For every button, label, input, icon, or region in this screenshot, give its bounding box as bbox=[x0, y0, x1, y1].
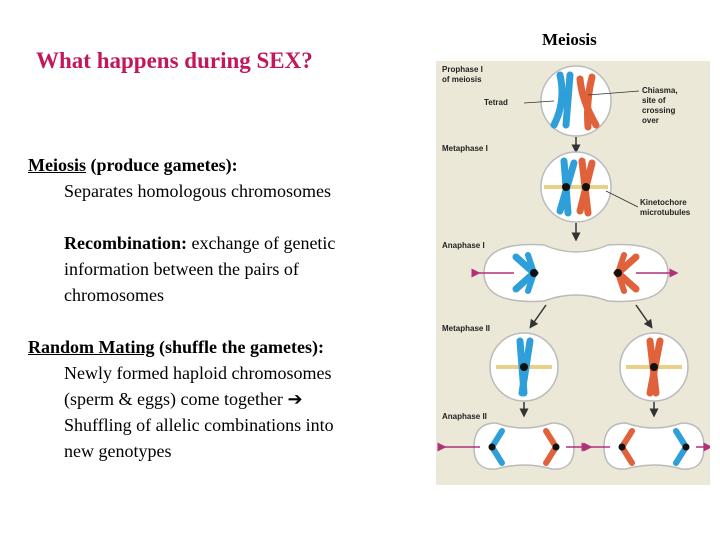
metaphase-2-cell-left bbox=[489, 332, 559, 402]
meiosis-diagram-svg: Prophase I of meiosis Metaphase I Anapha… bbox=[437, 65, 710, 470]
label-tetrad: Tetrad bbox=[484, 98, 508, 107]
label-prophase-2: of meiosis bbox=[442, 75, 482, 84]
meiosis-term: Meiosis bbox=[28, 155, 86, 175]
mating-heading: Random Mating (shuffle the gametes): bbox=[28, 334, 438, 360]
recomb-text: exchange of genetic bbox=[191, 233, 336, 253]
label-chiasma-3: crossing bbox=[642, 106, 675, 115]
mating-line3: Shuffling of allelic combinations into bbox=[64, 415, 334, 435]
recomb-line3: chromosomes bbox=[64, 285, 164, 305]
label-kinetochore-2: microtubules bbox=[640, 208, 691, 217]
mating-line4: new genotypes bbox=[64, 441, 172, 461]
anaphase-2-cell-right bbox=[583, 422, 710, 470]
label-prophase: Prophase I bbox=[442, 65, 483, 74]
recomb-line1: Recombination: exchange of genetic bbox=[28, 230, 438, 256]
label-anaphase-1: Anaphase I bbox=[442, 241, 485, 250]
slide-title: What happens during SEX? bbox=[36, 48, 313, 73]
meiosis-diagram: Prophase I of meiosis Metaphase I Anapha… bbox=[436, 61, 710, 485]
label-chiasma-4: over bbox=[642, 116, 659, 125]
anaphase-1-cell bbox=[471, 243, 679, 303]
metaphase-2-cell-right bbox=[619, 332, 689, 402]
recomb-line2: information between the pairs of bbox=[64, 259, 299, 279]
meiosis-heading: Meiosis (produce gametes): bbox=[28, 152, 438, 178]
anaphase-2-cell-left bbox=[437, 422, 591, 470]
label-anaphase-2: Anaphase II bbox=[442, 412, 487, 421]
label-metaphase-1: Metaphase I bbox=[442, 144, 488, 153]
label-kinetochore-1: Kinetochore bbox=[640, 198, 687, 207]
mating-line2-text: (sperm & eggs) come together bbox=[64, 389, 283, 409]
metaphase-1-cell bbox=[540, 151, 639, 223]
label-chiasma-1: Chiasma, bbox=[642, 86, 678, 95]
mating-term: Random Mating bbox=[28, 337, 155, 357]
right-arrow-icon: ➔ bbox=[287, 389, 303, 409]
meiosis-suffix: (produce gametes): bbox=[90, 155, 238, 175]
mating-suffix: (shuffle the gametes): bbox=[159, 337, 324, 357]
prophase-cell bbox=[523, 65, 640, 137]
slide-body: Meiosis (produce gametes): Separates hom… bbox=[28, 152, 438, 464]
recomb-term: Recombination: bbox=[64, 233, 187, 253]
mating-line1: Newly formed haploid chromosomes bbox=[64, 363, 332, 383]
label-chiasma-2: site of bbox=[642, 96, 666, 105]
meiosis-line1: Separates homologous chromosomes bbox=[64, 181, 331, 201]
figure-title: Meiosis bbox=[542, 30, 597, 49]
label-metaphase-2: Metaphase II bbox=[442, 324, 490, 333]
mating-line2: (sperm & eggs) come together ➔ bbox=[28, 386, 438, 412]
